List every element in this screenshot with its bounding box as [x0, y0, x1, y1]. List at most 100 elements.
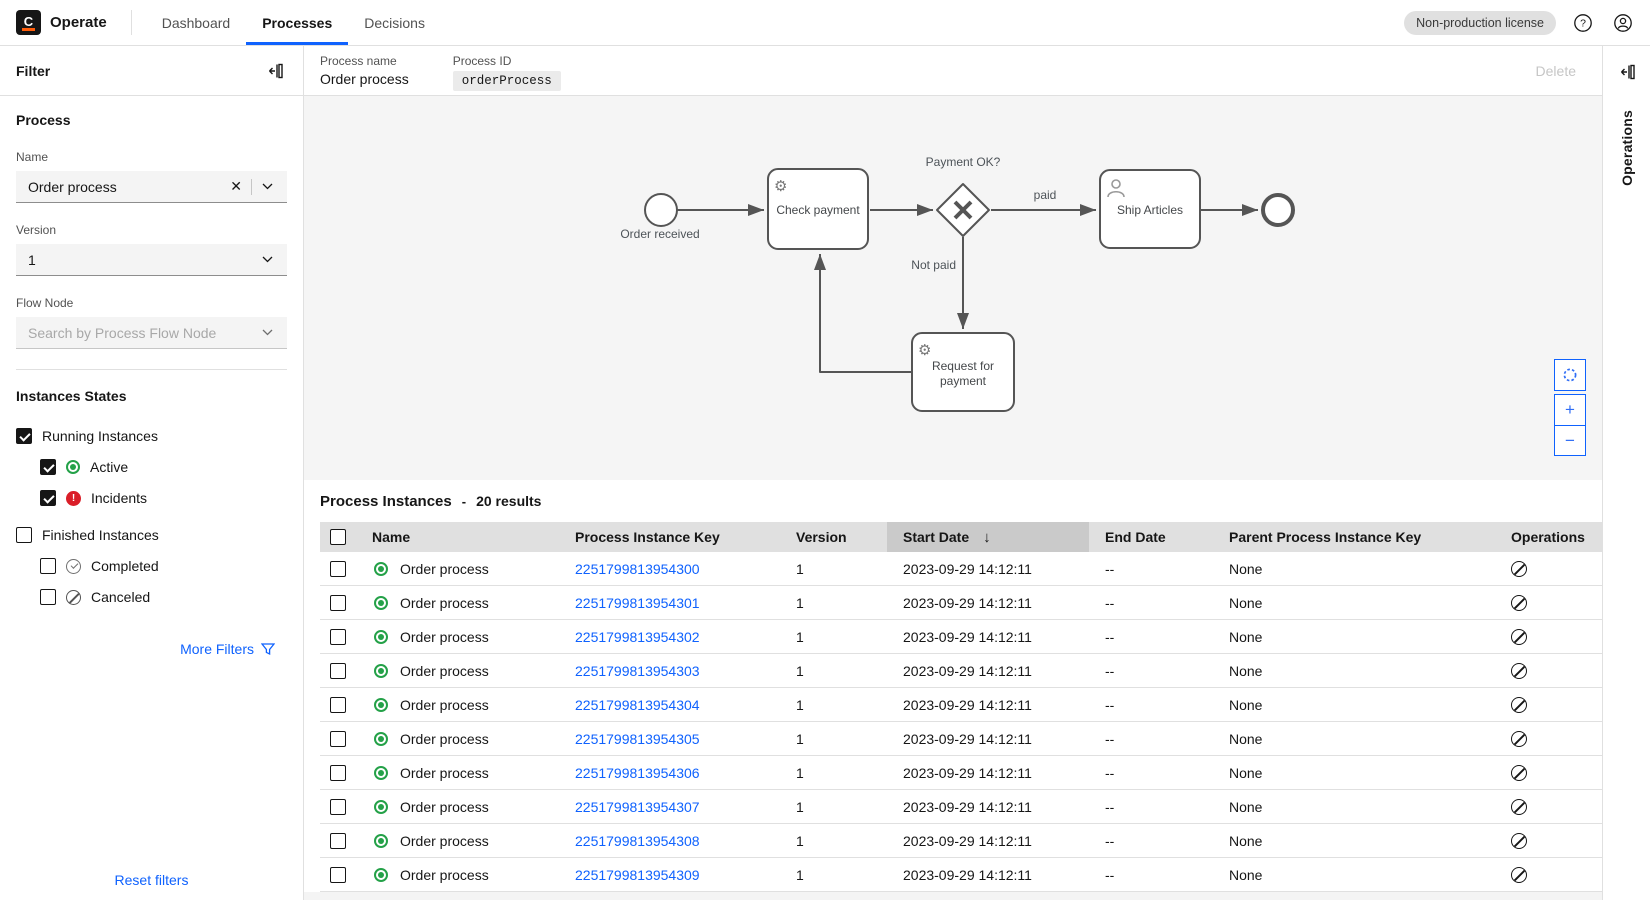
cancel-operation-icon[interactable]	[1511, 764, 1527, 781]
column-header-start-date[interactable]: Start Date ↓	[887, 522, 1089, 552]
end-event[interactable]	[1261, 193, 1295, 227]
instance-key-link[interactable]: 2251799813954309	[575, 866, 700, 883]
instance-end-date: --	[1105, 662, 1115, 679]
instance-key-link[interactable]: 2251799813954300	[575, 560, 700, 577]
instance-parent-key: None	[1229, 764, 1263, 781]
instance-key-link[interactable]: 2251799813954303	[575, 662, 700, 679]
instance-version: 1	[796, 866, 804, 883]
tab-processes[interactable]: Processes	[246, 0, 349, 45]
task-ship-articles[interactable]	[1099, 169, 1201, 249]
cancel-operation-icon[interactable]	[1511, 866, 1527, 883]
version-select[interactable]: 1	[16, 244, 287, 276]
column-header-parent-key[interactable]: Parent Process Instance Key	[1229, 529, 1422, 545]
bpmn-diagram: Order received ⚙ Check payment Payment O…	[304, 96, 1602, 480]
expand-operations-panel-icon[interactable]	[1615, 60, 1639, 84]
select-all-checkbox[interactable]	[330, 529, 346, 545]
active-instance-icon	[374, 663, 388, 678]
process-name-input[interactable]	[28, 178, 222, 195]
instance-key-link[interactable]: 2251799813954301	[575, 594, 700, 611]
instances-title: Process Instances	[320, 492, 452, 510]
cancel-operation-icon[interactable]	[1511, 696, 1527, 713]
field-separator	[251, 178, 252, 195]
instance-end-date: --	[1105, 832, 1115, 849]
instance-key-link[interactable]: 2251799813954308	[575, 832, 700, 849]
running-instances-checkbox[interactable]	[16, 428, 32, 444]
cancel-operation-icon[interactable]	[1511, 560, 1527, 577]
row-checkbox[interactable]	[330, 730, 346, 747]
instance-key-link[interactable]: 2251799813954307	[575, 798, 700, 815]
start-event[interactable]	[644, 193, 678, 227]
delete-button[interactable]: Delete	[1535, 62, 1576, 79]
flow-paid-label: paid	[1034, 188, 1057, 202]
process-name-combobox[interactable]: ✕	[16, 171, 287, 203]
filter-divider	[16, 369, 287, 370]
active-instance-icon	[374, 561, 388, 576]
help-icon[interactable]: ?	[1570, 10, 1596, 36]
instance-version: 1	[796, 628, 804, 645]
finished-instances-checkbox[interactable]	[16, 527, 32, 543]
instance-key-link[interactable]: 2251799813954306	[575, 764, 700, 781]
camunda-logo-icon: C	[16, 10, 41, 35]
column-header-version[interactable]: Version	[796, 529, 847, 545]
table-row: Order process 2251799813954301 1 2023-09…	[320, 586, 1602, 620]
sort-descending-icon: ↓	[983, 528, 991, 546]
instance-parent-key: None	[1229, 730, 1263, 747]
tab-decisions[interactable]: Decisions	[364, 14, 425, 31]
row-checkbox[interactable]	[330, 832, 346, 849]
cancel-operation-icon[interactable]	[1511, 798, 1527, 815]
instance-end-date: --	[1105, 730, 1115, 747]
zoom-out-button[interactable]: −	[1554, 425, 1586, 456]
zoom-in-button[interactable]: +	[1554, 394, 1586, 425]
svg-text:?: ?	[1580, 17, 1586, 29]
process-section-title: Process	[16, 112, 71, 128]
row-checkbox[interactable]	[330, 798, 346, 815]
clear-name-icon[interactable]: ✕	[230, 178, 242, 194]
instance-version: 1	[796, 560, 804, 577]
cancel-operation-icon[interactable]	[1511, 832, 1527, 849]
task-check-payment[interactable]	[767, 168, 869, 250]
instance-start-date: 2023-09-29 14:12:11	[903, 798, 1032, 815]
instance-end-date: --	[1105, 628, 1115, 645]
process-id-chip: orderProcess	[452, 70, 561, 91]
canceled-checkbox[interactable]	[40, 589, 56, 605]
row-checkbox[interactable]	[330, 764, 346, 781]
process-id-label: Process ID	[452, 53, 512, 68]
cancel-operation-icon[interactable]	[1511, 730, 1527, 747]
row-checkbox[interactable]	[330, 696, 346, 713]
row-checkbox[interactable]	[330, 662, 346, 679]
row-checkbox[interactable]	[330, 866, 346, 883]
instance-start-date: 2023-09-29 14:12:11	[903, 696, 1032, 713]
incidents-checkbox[interactable]	[40, 490, 56, 506]
reset-view-button[interactable]	[1554, 359, 1586, 391]
column-header-end-date[interactable]: End Date	[1105, 529, 1166, 545]
column-header-process-instance-key[interactable]: Process Instance Key	[575, 529, 720, 545]
flow-node-combobox[interactable]: Search by Process Flow Node	[16, 317, 287, 349]
instance-key-link[interactable]: 2251799813954304	[575, 696, 700, 713]
row-checkbox[interactable]	[330, 560, 346, 577]
chevron-down-icon[interactable]	[252, 329, 277, 336]
task-ship-articles-label: Ship Articles	[1117, 203, 1183, 217]
version-field-label: Version	[16, 223, 57, 237]
active-instance-icon	[374, 697, 388, 712]
instance-key-link[interactable]: 2251799813954302	[575, 628, 700, 645]
completed-checkbox[interactable]	[40, 558, 56, 574]
tab-dashboard[interactable]: Dashboard	[161, 14, 231, 31]
chevron-down-icon[interactable]	[252, 256, 277, 263]
row-checkbox[interactable]	[330, 628, 346, 645]
brand[interactable]: C Operate	[0, 0, 131, 45]
cancel-operation-icon[interactable]	[1511, 594, 1527, 611]
reset-filters-button[interactable]: Reset filters	[114, 872, 189, 888]
license-badge: Non-production license	[1404, 10, 1556, 35]
cancel-operation-icon[interactable]	[1511, 628, 1527, 645]
task-request-payment[interactable]	[911, 332, 1015, 412]
completed-state-icon	[66, 558, 81, 574]
row-checkbox[interactable]	[330, 594, 346, 611]
user-icon[interactable]	[1610, 10, 1636, 36]
instance-key-link[interactable]: 2251799813954305	[575, 730, 700, 747]
collapse-filter-panel-icon[interactable]	[263, 59, 287, 83]
more-filters-button[interactable]: More Filters	[16, 641, 275, 657]
active-checkbox[interactable]	[40, 459, 56, 475]
chevron-down-icon[interactable]	[252, 183, 277, 190]
column-header-name[interactable]: Name	[372, 529, 411, 545]
cancel-operation-icon[interactable]	[1511, 662, 1527, 679]
